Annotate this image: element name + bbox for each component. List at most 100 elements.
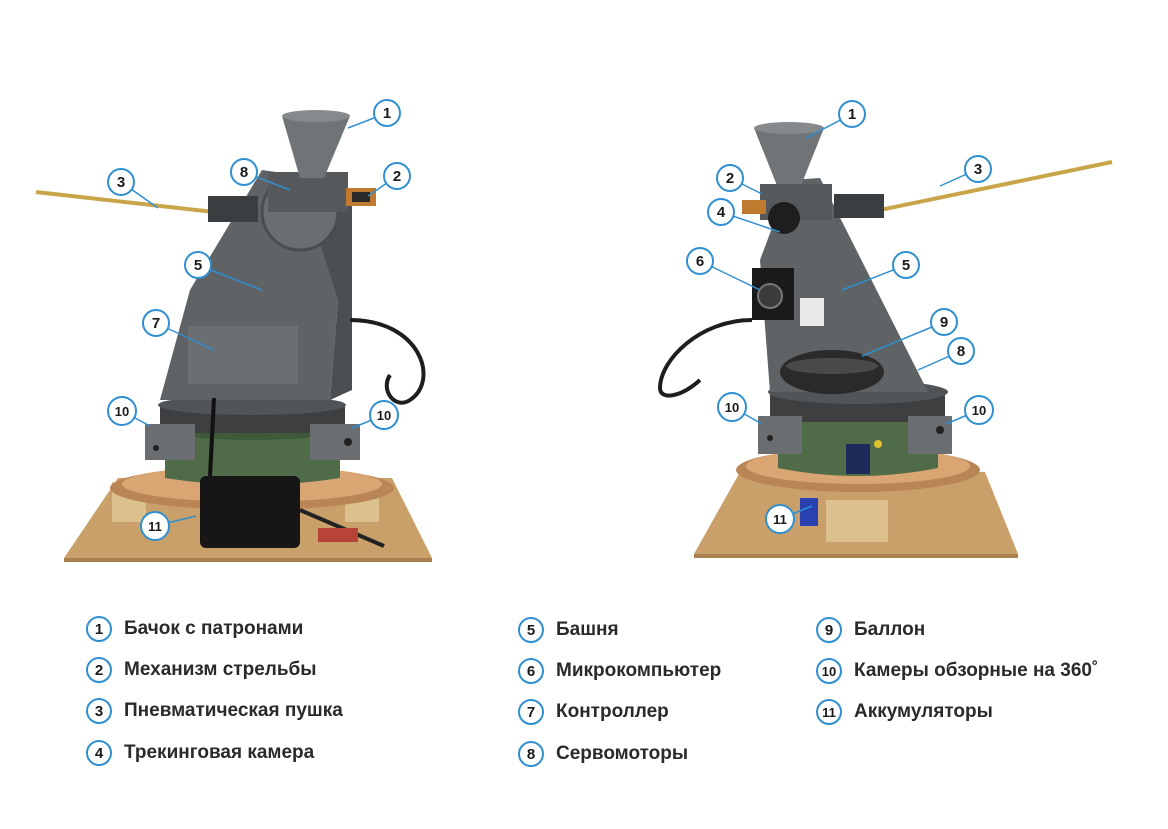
callout-number: 5 (902, 257, 910, 274)
legend-label: Пневматическая пушка (124, 700, 343, 721)
legend-number: 6 (518, 658, 544, 684)
legend-item: 1 Бачок с патронами (86, 612, 303, 646)
legend-item: 4 Трекинговая камера (86, 736, 314, 770)
callout-number: 3 (117, 174, 125, 191)
callout-number: 11 (148, 519, 162, 534)
callout-circle (707, 198, 735, 226)
callout-circle (369, 400, 399, 430)
legend-number: 8 (518, 741, 544, 767)
callout-circle (930, 308, 958, 336)
right-turret-photo (657, 122, 1113, 558)
barrel (879, 160, 1113, 212)
hopper (282, 116, 350, 178)
callout-number: 7 (152, 315, 160, 332)
callout-number: 1 (848, 106, 856, 123)
callout-number: 2 (393, 168, 401, 185)
callout-marker: 11 (140, 511, 170, 541)
legend-label: Бачок с патронами (124, 618, 304, 639)
callout-circle (142, 309, 170, 337)
callout-number: 5 (194, 257, 202, 274)
legend-item: 6 Микрокомпьютер (518, 654, 721, 688)
legend-item: 7 Контроллер (518, 695, 669, 729)
callout-number: 2 (726, 170, 734, 187)
callout-marker: 9 (930, 308, 958, 336)
legend-number: 10 (816, 658, 842, 684)
callout-circle (107, 168, 135, 196)
callout-circle (717, 392, 747, 422)
tower-body (760, 178, 928, 392)
callout-circle (184, 251, 212, 279)
legend-label: Баллон (854, 619, 926, 640)
legend-number: 5 (518, 617, 544, 643)
callout-marker: 8 (230, 158, 258, 186)
callout-number: 9 (940, 314, 948, 331)
legend-number: 11 (816, 699, 842, 725)
callout-marker: 10 (964, 395, 994, 425)
legend-label: Микрокомпьютер (556, 660, 722, 681)
callouts-right: 1 24 3 6 5 98 10 10 11 (686, 100, 994, 534)
legend-label: Башня (556, 619, 619, 640)
legend-item: 9 Баллон (816, 613, 925, 647)
legend-number: 7 (518, 699, 544, 725)
legend-item: 11 Аккумуляторы (816, 695, 993, 729)
callout-number: 10 (115, 404, 129, 419)
legend-label: Камеры обзорные на 360˚ (854, 660, 1099, 681)
callout-circle (765, 504, 795, 534)
callout-circle (892, 251, 920, 279)
callout-marker: 5 (184, 251, 212, 279)
callout-marker: 10 (369, 400, 399, 430)
legend-label: Аккумуляторы (854, 701, 993, 722)
callout-marker: 10 (717, 392, 747, 422)
legend-item: 10 Камеры обзорные на 360˚ (816, 654, 1098, 688)
callout-circle (716, 164, 744, 192)
callout-number: 8 (240, 164, 248, 181)
callout-circle (947, 337, 975, 365)
callout-number: 11 (773, 512, 787, 527)
callout-circle (838, 100, 866, 128)
callout-marker: 3 (964, 155, 992, 183)
callout-circle (686, 247, 714, 275)
legend-item: 8 Сервомоторы (518, 737, 688, 771)
callout-number: 10 (725, 400, 739, 415)
callout-circle (373, 99, 401, 127)
callout-circle (107, 396, 137, 426)
legend-item: 2 Механизм стрельбы (86, 653, 317, 687)
callouts-left: 1 8 2 3 5 7 10 10 11 (107, 99, 411, 541)
callout-circle (964, 395, 994, 425)
callout-marker: 8 (947, 337, 975, 365)
legend-item: 3 Пневматическая пушка (86, 694, 343, 728)
legend-number: 4 (86, 740, 112, 766)
callout-circle (230, 158, 258, 186)
legend-number: 9 (816, 617, 842, 643)
callout-marker: 4 (707, 198, 735, 226)
callout-marker: 1 (373, 99, 401, 127)
callout-marker: 3 (107, 168, 135, 196)
callout-marker: 10 (107, 396, 137, 426)
legend-item: 5 Башня (518, 613, 619, 647)
legend-label: Сервомоторы (556, 743, 689, 764)
callout-number: 10 (377, 408, 391, 423)
callout-marker: 11 (765, 504, 795, 534)
hopper (754, 128, 824, 188)
callout-marker: 6 (686, 247, 714, 275)
callout-marker: 5 (892, 251, 920, 279)
callout-marker: 2 (716, 164, 744, 192)
callout-number: 6 (696, 253, 704, 270)
legend-label: Контроллер (556, 701, 669, 722)
legend-label: Трекинговая камера (124, 742, 315, 763)
legend-number: 1 (86, 616, 112, 642)
callout-number: 3 (974, 161, 982, 178)
legend-label: Механизм стрельбы (124, 659, 317, 680)
legend-number: 2 (86, 657, 112, 683)
callout-number: 4 (717, 204, 726, 221)
callout-marker: 2 (383, 162, 411, 190)
left-turret-photo (35, 110, 432, 562)
legend-number: 3 (86, 698, 112, 724)
callout-marker: 1 (838, 100, 866, 128)
callout-number: 8 (957, 343, 965, 360)
callout-circle (140, 511, 170, 541)
callout-marker: 7 (142, 309, 170, 337)
callout-number: 1 (383, 105, 391, 122)
callout-circle (964, 155, 992, 183)
